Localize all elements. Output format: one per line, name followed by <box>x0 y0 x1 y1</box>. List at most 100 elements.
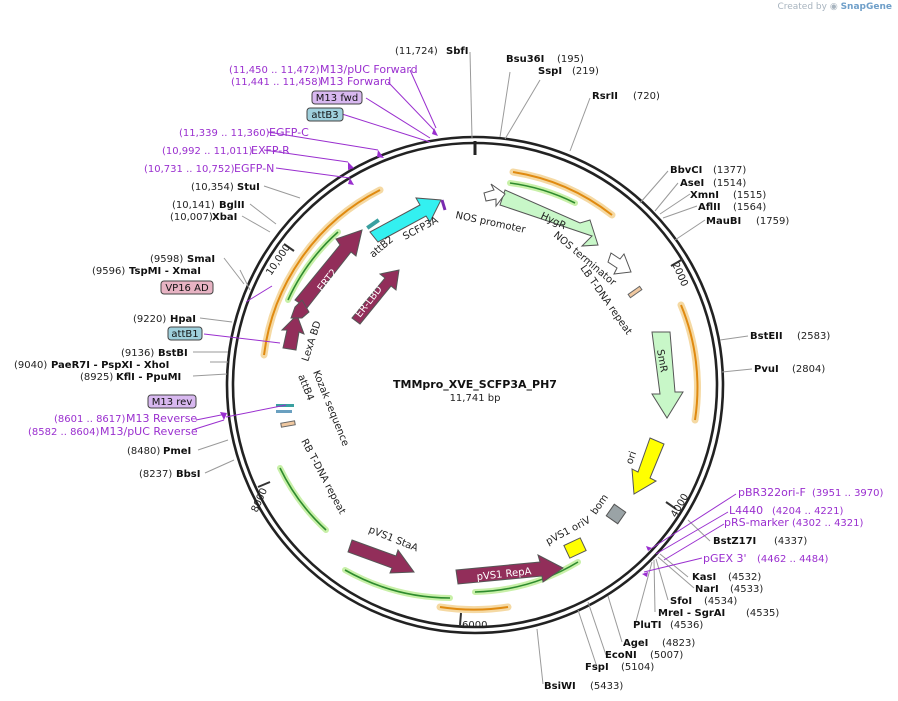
site-name: EcoNI <box>605 650 637 661</box>
site-sbfi[interactable]: (11,724) SbfI <box>395 46 468 57</box>
site-sspi[interactable]: SspI (219) <box>538 66 599 77</box>
primer-arrows <box>220 128 652 577</box>
site-pos: (10,141) <box>172 200 215 211</box>
site-xmni[interactable]: XmnI (1515) <box>690 190 766 201</box>
site-mrei-sgrai[interactable]: MreI - SgrAI (4535) <box>658 608 779 619</box>
label-m13-rev[interactable]: M13 rev <box>147 394 197 409</box>
site-name: BstZ17I <box>713 536 756 547</box>
primer-name: pRS-marker <box>724 516 789 529</box>
site-tspmi-xmai[interactable]: (9596) TspMI - XmaI <box>92 266 201 277</box>
feature-ori[interactable]: ori <box>624 437 665 495</box>
site-name: PluTI <box>633 620 661 631</box>
primer-pos: (8601 .. 8617) <box>54 414 126 425</box>
feature-pvs1-staa[interactable]: pVS1 StaA <box>347 525 420 574</box>
primer-pgex-3[interactable]: pGEX 3' (4462 .. 4484) <box>703 552 829 565</box>
primer-pos: (11,450 .. 11,472) <box>229 65 320 76</box>
site-name: BbsI <box>176 469 200 480</box>
site-bstz17i[interactable]: BstZ17I (4337) <box>713 536 807 547</box>
feature-pvs1-oriv[interactable]: pVS1 oriV <box>544 515 593 559</box>
site-bbsi[interactable]: (8237) BbsI <box>139 469 200 480</box>
site-name: PaeR7I - PspXI - XhoI <box>51 360 169 371</box>
site-pos: (1564) <box>733 202 766 213</box>
primer-pos: (10,731 .. 10,752) <box>144 164 235 175</box>
label-attb1[interactable]: attB1 <box>167 326 203 341</box>
label-m13-fwd[interactable]: M13 fwd <box>311 90 363 105</box>
primer-pbr322ori-f[interactable]: pBR322ori-F (3951 .. 3970) <box>738 486 884 499</box>
site-aflii[interactable]: AflII (1564) <box>698 202 766 213</box>
primer-exfp-r[interactable]: (10,992 .. 11,011) EXFP-R <box>162 144 290 157</box>
label-vp16-ad[interactable]: VP16 AD <box>160 280 214 295</box>
site-name: PmeI <box>163 446 191 457</box>
feature-scfp3a[interactable]: SCFP3A <box>369 197 442 243</box>
site-kfli-ppumi[interactable]: (8925) KflI - PpuMI <box>80 372 181 383</box>
orange-bands-core <box>263 171 699 611</box>
site-name: RsrII <box>592 91 618 102</box>
site-name: AseI <box>680 178 704 189</box>
site-stui[interactable]: (10,354) StuI <box>191 182 260 193</box>
site-bstbi[interactable]: (9136) BstBI <box>121 348 188 359</box>
primer-l4440[interactable]: L4440 (4204 .. 4221) <box>729 504 844 517</box>
site-pvui[interactable]: PvuI (2804) <box>754 364 825 375</box>
site-pos: (1514) <box>713 178 746 189</box>
feature-pvs1-repa[interactable]: pVS1 RepA <box>455 554 564 585</box>
site-pos: (1515) <box>733 190 766 201</box>
site-pos: (4533) <box>730 584 763 595</box>
primer-prs-marker[interactable]: pRS-marker (4302 .. 4321) <box>724 516 864 529</box>
feature-kozak[interactable]: Kozak sequence <box>276 369 351 448</box>
credit-watermark: Created by ◉ SnapGene <box>777 2 892 12</box>
site-smai[interactable]: (9598) SmaI <box>150 254 215 265</box>
primer-m13-reverse[interactable]: (8601 .. 8617) M13 Reverse <box>54 412 197 425</box>
site-bsiwi[interactable]: BsiWI (5433) <box>544 681 623 692</box>
primer-egfp-c[interactable]: (11,339 .. 11,360) EGFP-C <box>179 126 309 139</box>
site-hpai[interactable]: (9220) HpaI <box>133 314 196 325</box>
feature-attb4[interactable]: attB4 <box>276 373 316 413</box>
feature-smr[interactable]: SmR <box>651 331 684 419</box>
site-name: Bsu36I <box>506 54 544 65</box>
primer-m13-puc-forward[interactable]: (11,450 .. 11,472) M13/pUC Forward <box>229 63 418 76</box>
primer-m13-forward[interactable]: (11,441 .. 11,458) M13 Forward <box>231 75 391 88</box>
site-bsteii[interactable]: BstEII (2583) <box>750 331 830 342</box>
site-name: NarI <box>695 584 719 595</box>
site-name: XbaI <box>212 212 237 223</box>
feature-label-smr: SmR <box>654 349 669 374</box>
site-pos: (5433) <box>590 681 623 692</box>
site-bglii[interactable]: (10,141) BglII <box>172 200 245 211</box>
site-pos: (1759) <box>756 216 789 227</box>
primer-name: pGEX 3' <box>703 552 747 565</box>
site-fspi[interactable]: FspI (5104) <box>585 662 654 673</box>
ruler-label-2000: 2000 <box>669 261 689 289</box>
site-sfoi[interactable]: SfoI (4534) <box>670 596 737 607</box>
site-maubi[interactable]: MauBI (1759) <box>706 216 789 227</box>
label-attb3[interactable]: attB3 <box>306 107 344 122</box>
site-pmei[interactable]: (8480) PmeI <box>127 446 191 457</box>
site-nari[interactable]: NarI (4533) <box>695 584 763 595</box>
green-bands-core <box>279 182 579 599</box>
site-econi[interactable]: EcoNI (5007) <box>605 650 683 661</box>
site-pos: (5104) <box>621 662 654 673</box>
site-pluti[interactable]: PluTI (4536) <box>633 620 703 631</box>
primer-pos: (3951 .. 3970) <box>812 488 884 499</box>
site-bsu36i[interactable]: Bsu36I (195) <box>506 54 584 65</box>
site-pos: (4536) <box>670 620 703 631</box>
feature-bom[interactable]: bom <box>589 492 627 525</box>
site-xbai[interactable]: (10,007) XbaI <box>170 212 237 223</box>
site-name: SmaI <box>187 254 215 265</box>
credit-brand: SnapGene <box>840 2 892 12</box>
primer-egfp-n[interactable]: (10,731 .. 10,752) EGFP-N <box>144 162 274 175</box>
feature-lexa-bd[interactable]: LexA BD <box>280 299 324 363</box>
feature-er-lbd[interactable]: ER-LBD <box>351 269 400 325</box>
site-name: AgeI <box>623 638 648 649</box>
site-pos: (10,007) <box>170 212 213 223</box>
site-agei[interactable]: AgeI (4823) <box>623 638 695 649</box>
site-kasi[interactable]: KasI (4532) <box>692 572 761 583</box>
site-pos: (9040) <box>14 360 47 371</box>
site-rsrii[interactable]: RsrII (720) <box>592 91 660 102</box>
site-bbvci[interactable]: BbvCI (1377) <box>670 165 746 176</box>
site-pos: (9136) <box>121 348 154 359</box>
site-asei[interactable]: AseI (1514) <box>680 178 746 189</box>
site-pos: (10,354) <box>191 182 234 193</box>
primer-m13-puc-reverse[interactable]: (8582 .. 8604) M13/pUC Reverse <box>28 425 198 438</box>
site-name: PvuI <box>754 364 779 375</box>
site-paer7i-pspxi-xhoi[interactable]: (9040) PaeR7I - PspXI - XhoI <box>14 360 169 371</box>
primer-labels: (11,450 .. 11,472) M13/pUC Forward (11,4… <box>28 63 884 565</box>
